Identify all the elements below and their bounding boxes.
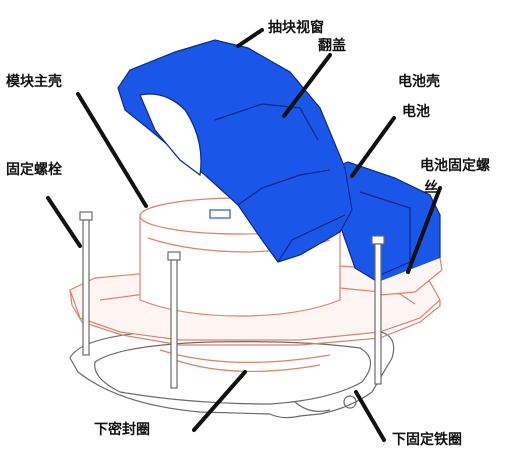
label-flip-cover: 翻盖 xyxy=(318,38,346,54)
flip-cover xyxy=(117,39,353,263)
label-module-housing: 模块主壳 xyxy=(6,74,62,90)
label-battery-screw-tail: 丝 xyxy=(424,180,438,196)
lower-iron-ring xyxy=(69,329,395,419)
label-lower-iron-ring: 下固定铁圈 xyxy=(392,432,462,448)
label-lower-seal: 下密封圈 xyxy=(94,422,150,438)
label-fixing-bolt: 固定螺栓 xyxy=(6,162,62,178)
label-battery-screw: 电池固定螺 xyxy=(420,158,490,174)
label-battery-shell: 电池壳 xyxy=(398,74,440,90)
label-battery: 电池 xyxy=(402,104,430,120)
lower-seal-ring xyxy=(159,349,331,372)
label-window-view: 抽块视窗 xyxy=(268,20,324,36)
fixing-bolts xyxy=(79,211,385,389)
leader-lines xyxy=(46,28,442,442)
